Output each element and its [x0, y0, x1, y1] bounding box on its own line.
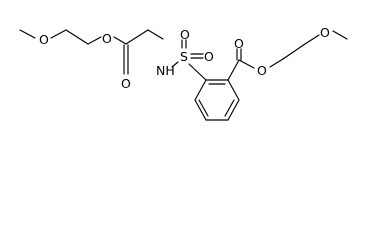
atom-o-ether-right: O — [320, 25, 330, 40]
benzene-ring — [194, 79, 240, 121]
bond-ch2-ch2-right — [282, 43, 306, 60]
bond-ch2-ether-o-right — [304, 34, 320, 45]
atom-o-carbonyl-right: O — [234, 36, 244, 51]
bond-ch2-ch2-left — [65, 29, 89, 45]
atom-o-ester-left: O — [102, 31, 112, 46]
atom-nh: NH — [156, 63, 175, 78]
left-ester-group — [113, 29, 164, 75]
ring-bond-5 — [194, 99, 207, 121]
bond-ester-o-carbonyl-c-left — [113, 36, 127, 45]
bond-methyl-left — [19, 29, 36, 39]
bond-s-ring — [188, 63, 207, 81]
bond-ether-o-ch2-left — [50, 29, 67, 39]
bond-ring-carbonyl-c-right — [227, 59, 240, 81]
bond-ch2-nh — [147, 29, 164, 40]
ring-bond-2 — [227, 79, 240, 101]
sulfonamide-group — [171, 39, 207, 81]
atom-o-carbonyl-left: O — [121, 76, 131, 91]
right-ester-group — [227, 30, 348, 81]
bond-nh-s — [171, 61, 179, 68]
left-methoxyethyl-chain — [19, 29, 102, 45]
ring-bond-3 — [227, 99, 240, 121]
bond-carbonyl-c-ch2 — [125, 29, 149, 45]
chemical-structure-diagram: O O O NH S O O O O O — [19, 25, 348, 121]
ring-bond-6 — [194, 79, 207, 101]
ring-inner-double-right — [224, 99, 235, 117]
atom-s: S — [180, 49, 188, 64]
atom-o-ester-right: O — [257, 63, 267, 78]
atom-o-ether-left: O — [39, 32, 49, 47]
atom-o-sulfonyl-right: O — [204, 49, 214, 64]
atom-o-sulfonyl-top: O — [180, 27, 190, 42]
ring-inner-double-left — [198, 99, 209, 117]
bond-carbonyl-c-ester-o-right — [238, 59, 255, 69]
bond-ester-o-ch2-right — [269, 58, 284, 68]
bond-ch2-ester-o-left — [87, 36, 102, 45]
bond-ether-o-methyl-right — [332, 30, 348, 40]
